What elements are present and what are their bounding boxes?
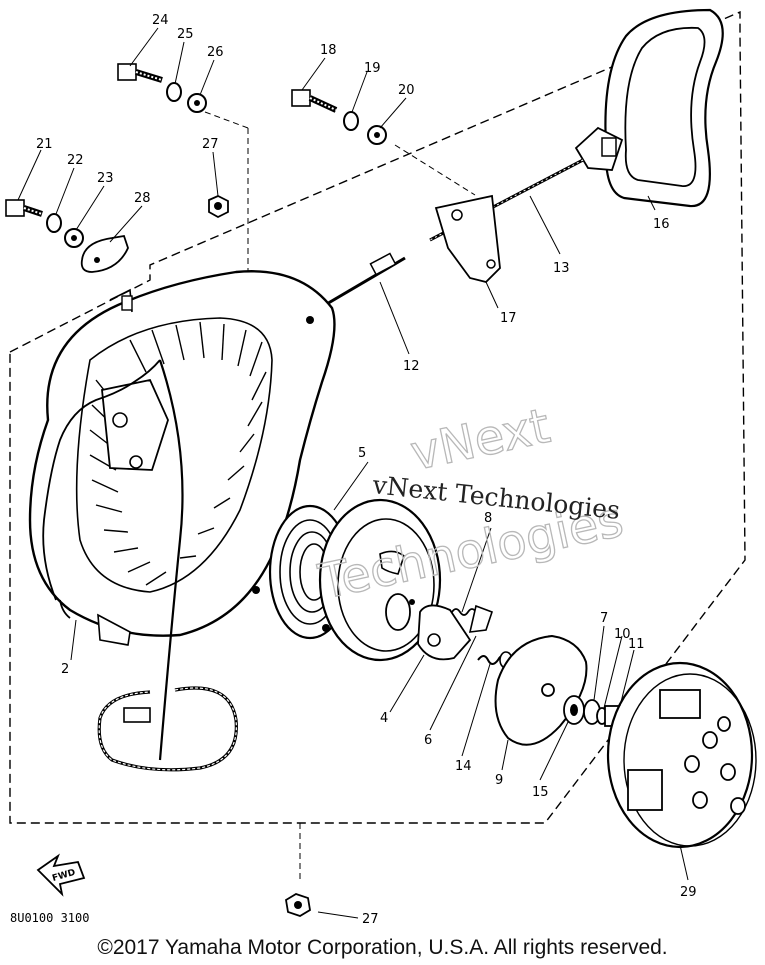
- part-number-18: 18: [320, 43, 337, 58]
- dashed-guide-24: [204, 111, 249, 129]
- washer-26: [187, 93, 207, 113]
- part-number-5: 5: [358, 446, 366, 461]
- part-number-8: 8: [484, 511, 492, 526]
- part-number-25: 25: [177, 27, 194, 42]
- gasket-line: [42, 359, 184, 761]
- part-number-15: 15: [532, 785, 549, 800]
- bolt-18: [291, 89, 338, 113]
- part-number-4: 4: [380, 711, 388, 726]
- part-number-6: 6: [424, 733, 432, 748]
- part-number-11: 11: [628, 637, 645, 652]
- part-number-16: 16: [653, 217, 670, 232]
- part-number-22: 22: [67, 153, 84, 168]
- part-number-14: 14: [455, 759, 472, 774]
- nut-27-lower: [285, 893, 311, 917]
- fwd-arrow-icon: FWD: [36, 853, 86, 897]
- part-number-7: 7: [600, 611, 608, 626]
- copyright-notice: ©2017 Yamaha Motor Corporation, U.S.A. A…: [97, 936, 668, 959]
- dashed-guide-18: [394, 144, 476, 196]
- part-number-28: 28: [134, 191, 151, 206]
- washer-23: [64, 228, 84, 248]
- drive-pawl-4: [417, 604, 472, 661]
- assembly-boundary-line: [9, 10, 746, 824]
- cable-12: [324, 252, 406, 307]
- part-number-20: 20: [398, 83, 415, 98]
- starter-handle-16: [574, 8, 724, 208]
- spacer-15: [563, 695, 585, 725]
- lock-washer-19: [343, 111, 359, 131]
- part-number-23: 23: [97, 171, 114, 186]
- spring-8: [451, 604, 494, 633]
- part-number-9: 9: [495, 773, 503, 788]
- part-number-10: 10: [614, 627, 631, 642]
- lock-washer-22: [46, 213, 62, 233]
- drive-plate-9: [494, 634, 588, 746]
- washer-20: [367, 125, 387, 145]
- nut-27-upper: [208, 195, 229, 219]
- part-number-21: 21: [36, 137, 53, 152]
- part-number-17: 17: [500, 311, 517, 326]
- part-number-27-lower: 27: [362, 912, 379, 927]
- wire-harness-loop: [97, 686, 238, 772]
- part-number-19: 19: [364, 61, 381, 76]
- diagram-code: 8U0100 3100: [10, 911, 89, 925]
- bolt-21: [5, 199, 43, 217]
- bolt-24: [117, 63, 163, 83]
- plate-28: [80, 234, 129, 273]
- part-number-12: 12: [403, 359, 420, 374]
- starter-case-2: [28, 270, 336, 646]
- part-number-2: 2: [61, 662, 69, 677]
- watermark-ghost-line1: vNext: [406, 398, 555, 482]
- starter-pulley-29: [606, 661, 757, 849]
- leader-lines: [17, 27, 689, 919]
- lock-washer-25: [166, 82, 182, 102]
- part-number-27-upper: 27: [202, 137, 219, 152]
- part-number-29: 29: [680, 885, 697, 900]
- rope-guide-17: [434, 194, 501, 283]
- part-number-26: 26: [207, 45, 224, 60]
- sheave-drum: [318, 498, 442, 662]
- part-number-13: 13: [553, 261, 570, 276]
- part-number-24: 24: [152, 13, 169, 28]
